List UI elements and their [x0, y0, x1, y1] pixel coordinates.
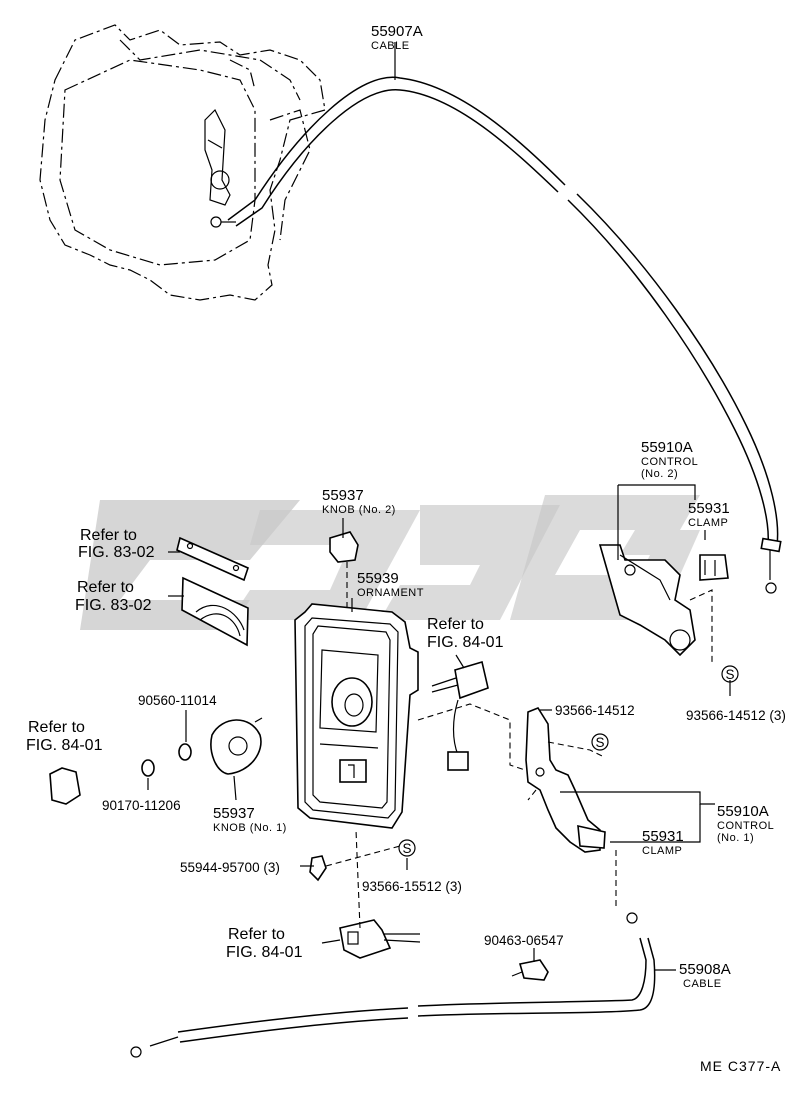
ornament-panel: [294, 603, 419, 829]
label-clamp-lower: 55931 CLAMP: [642, 828, 684, 857]
label-ornament: 55939 ORNAMENT: [357, 570, 424, 599]
upper-control-bracket: [598, 544, 729, 665]
label-cable-upper: 55907A CABLE: [371, 23, 423, 52]
svg-text:Refer to: Refer to: [77, 579, 134, 596]
ref-label-5: Refer to FIG. 84-01: [226, 926, 303, 961]
label-screw-upper: 93566-14512 (3): [686, 708, 786, 723]
svg-text:55910A: 55910A: [717, 803, 769, 820]
clip-part: [309, 845, 401, 882]
svg-text:55907A: 55907A: [371, 23, 423, 40]
label-screw-mid: 93566-14512: [555, 703, 635, 718]
screw-symbol-mid: S: [591, 733, 609, 751]
svg-text:S: S: [402, 841, 411, 856]
lower-cable: [130, 937, 656, 1058]
lower-switch: [339, 829, 421, 959]
reference-plate-1: [176, 536, 249, 582]
svg-text:S: S: [595, 735, 604, 750]
svg-text:CLAMP: CLAMP: [642, 845, 682, 857]
svg-text:KNOB (No. 1): KNOB (No. 1): [213, 822, 287, 834]
svg-text:(No. 2): (No. 2): [641, 468, 678, 480]
diagram-code: ME C377-A: [700, 1058, 781, 1074]
ref-label-4: Refer to FIG. 84-01: [26, 719, 103, 754]
svg-text:55908A: 55908A: [679, 961, 731, 978]
lower-control-bracket: [525, 707, 638, 924]
label-knob-1: 55937 KNOB (No. 1): [213, 805, 287, 834]
label-grommet: 90463-06547: [484, 933, 564, 948]
nut-part: [141, 759, 155, 777]
ref-label-1: Refer to FIG. 83-02: [78, 527, 155, 561]
svg-text:CABLE: CABLE: [683, 978, 722, 990]
ref-label-2: Refer to FIG. 83-02: [75, 579, 152, 614]
label-knob-2: 55937 KNOB (No. 2): [322, 487, 396, 516]
svg-text:FIG. 83-02: FIG. 83-02: [78, 544, 155, 561]
svg-text:55939: 55939: [357, 570, 399, 587]
svg-text:FIG. 84-01: FIG. 84-01: [226, 944, 303, 961]
label-nut: 90170-11206: [102, 798, 181, 813]
grommet-part: [511, 959, 549, 981]
svg-text:55937: 55937: [322, 487, 364, 504]
knob-1-part: [210, 717, 263, 775]
label-clamp-upper: 55931 CLAMP: [688, 500, 730, 529]
svg-text:FIG. 83-02: FIG. 83-02: [75, 597, 152, 614]
knob-ref-part: [49, 767, 81, 805]
svg-text:FIG. 84-01: FIG. 84-01: [26, 737, 103, 754]
svg-text:CONTROL: CONTROL: [641, 456, 698, 468]
svg-text:55931: 55931: [642, 828, 684, 845]
svg-text:(No. 1): (No. 1): [717, 832, 754, 844]
svg-text:FIG. 84-01: FIG. 84-01: [427, 634, 504, 651]
svg-text:KNOB (No. 2): KNOB (No. 2): [322, 504, 396, 516]
svg-text:CLAMP: CLAMP: [688, 517, 728, 529]
svg-text:55931: 55931: [688, 500, 730, 517]
label-control-2: 55910A CONTROL (No. 2): [641, 439, 698, 480]
svg-text:CABLE: CABLE: [371, 40, 410, 52]
svg-text:Refer to: Refer to: [228, 926, 285, 943]
heater-unit-outline: [39, 24, 326, 301]
reference-plate-2: [181, 576, 249, 647]
label-washer: 90560-11014: [138, 693, 217, 708]
svg-text:55937: 55937: [213, 805, 255, 822]
label-cable-lower: 55908A CABLE: [679, 961, 731, 990]
svg-text:Refer to: Refer to: [28, 719, 85, 736]
leader-lines: [147, 42, 731, 971]
svg-text:Refer to: Refer to: [80, 527, 137, 544]
label-control-1: 55910A CONTROL (No. 1): [717, 803, 774, 844]
watermark: [80, 495, 700, 630]
svg-text:55910A: 55910A: [641, 439, 693, 456]
label-screw-lower: 93566-15512 (3): [362, 879, 462, 894]
upper-cable: [210, 76, 782, 594]
blower-switch: [417, 660, 526, 771]
svg-text:ORNAMENT: ORNAMENT: [357, 587, 424, 599]
svg-text:Refer to: Refer to: [427, 616, 484, 633]
screw-symbol-lower: S: [398, 839, 416, 857]
label-clip: 55944-95700 (3): [180, 860, 280, 875]
screw-symbol-upper: S: [721, 665, 739, 683]
svg-text:S: S: [725, 667, 734, 682]
washer-part: [178, 743, 192, 761]
ref-label-3: Refer to FIG. 84-01: [427, 616, 504, 651]
svg-text:CONTROL: CONTROL: [717, 820, 774, 832]
